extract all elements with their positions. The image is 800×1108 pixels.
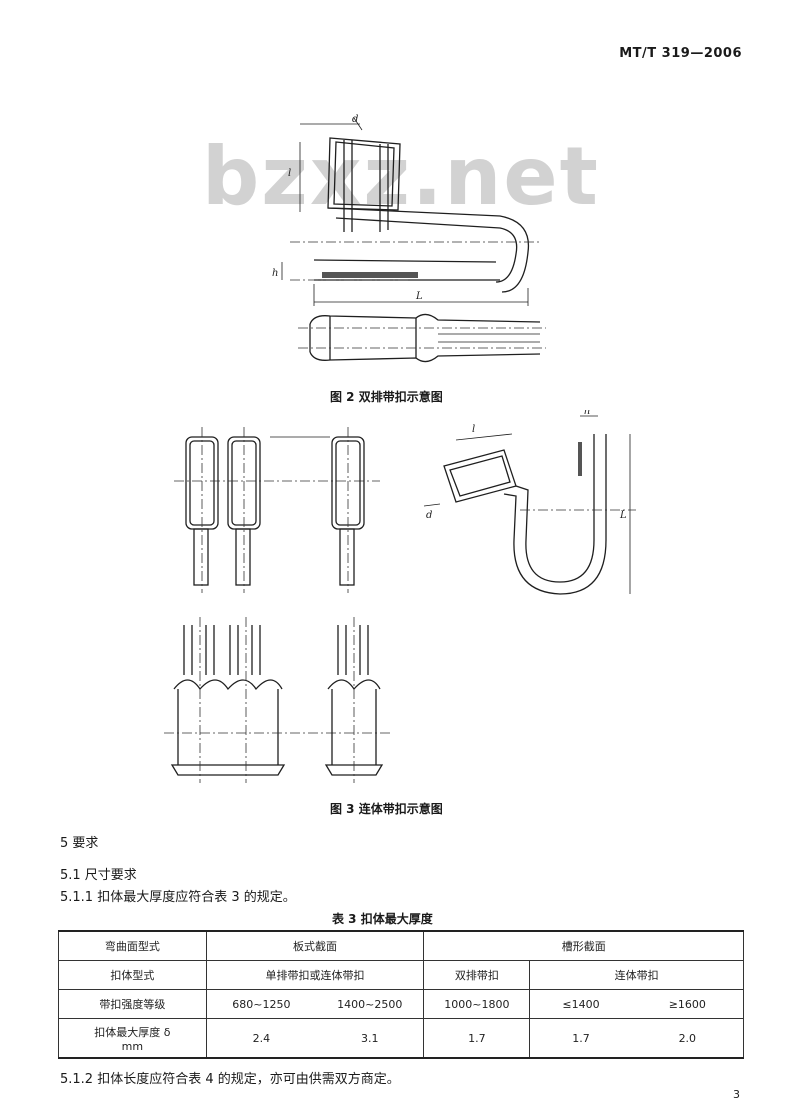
table-cell: ≥1600 (631, 989, 744, 1019)
table-cell: 1.7 (423, 1018, 531, 1059)
table-cell: 单排带扣或连体带扣 (205, 960, 425, 990)
table-3: 弯曲面型式 板式截面 槽形截面 扣体型式 单排带扣或连体带扣 双排带扣 连体带扣… (58, 930, 744, 1059)
table-cell: 连体带扣 (529, 960, 744, 990)
section-5-heading: 5 要求 (60, 836, 99, 851)
table-cell: 2.0 (631, 1018, 744, 1059)
table-cell: 弯曲面型式 (58, 930, 207, 961)
fig2-label-h: h (272, 268, 278, 279)
table-cell: 1.7 (529, 1018, 632, 1059)
table-cell: 双排带扣 (423, 960, 531, 990)
table-3-title: 表 3 扣体最大厚度 (332, 912, 433, 926)
figure-3-front-view (174, 427, 380, 593)
table-cell: 板式截面 (205, 930, 425, 961)
section-5-1-2-text: 5.1.2 扣体长度应符合表 4 的规定，亦可由供需双方商定。 (60, 1072, 400, 1087)
table-cell-label-line1: 扣体最大厚度 δ (94, 1025, 171, 1039)
figure-3-lower-views (164, 617, 390, 783)
section-5-1-1-text: 5.1.1 扣体最大厚度应符合表 3 的规定。 (60, 890, 296, 905)
table-cell: 1000~1800 (423, 989, 531, 1019)
table-cell: ≤1400 (529, 989, 632, 1019)
table-cell: 扣体型式 (58, 960, 207, 990)
fig2-label-d: d (352, 114, 358, 125)
table-cell: 槽形截面 (423, 930, 744, 961)
fig2-label-l: l (288, 168, 291, 179)
table-row: 带扣强度等级 680~1250 1400~2500 1000~1800 ≤140… (58, 989, 744, 1019)
table-cell-label-line2: mm (121, 1039, 144, 1053)
table-row: 扣体型式 单排带扣或连体带扣 双排带扣 连体带扣 (58, 960, 744, 990)
table-cell: 2.4 (205, 1018, 317, 1059)
table-row: 弯曲面型式 板式截面 槽形截面 (58, 930, 744, 961)
table-cell: 3.1 (316, 1018, 425, 1059)
standard-code: MT/T 319—2006 (619, 46, 742, 61)
section-5-1-heading: 5.1 尺寸要求 (60, 868, 137, 883)
fig3-label-L: L (619, 510, 627, 521)
figure-3-caption: 图 3 连体带扣示意图 (330, 802, 443, 816)
table-cell: 带扣强度等级 (58, 989, 207, 1019)
fig3-label-d: d (426, 510, 432, 521)
page-number: 3 (733, 1088, 740, 1101)
figure-2-drawing: d l h L (272, 114, 546, 363)
figure-2-caption: 图 2 双排带扣示意图 (330, 390, 443, 404)
table-cell-label: 扣体最大厚度 δ mm (58, 1018, 207, 1059)
table-cell: 680~1250 (205, 989, 317, 1019)
fig3-label-l: l (472, 424, 475, 435)
table-cell: 1400~2500 (316, 989, 425, 1019)
fig2-label-L: L (415, 291, 423, 302)
table-row: 扣体最大厚度 δ mm 2.4 3.1 1.7 1.7 2.0 (58, 1018, 744, 1059)
fig3-label-h: h (584, 410, 590, 417)
figure-3-side-view: h l d L (423, 410, 636, 595)
